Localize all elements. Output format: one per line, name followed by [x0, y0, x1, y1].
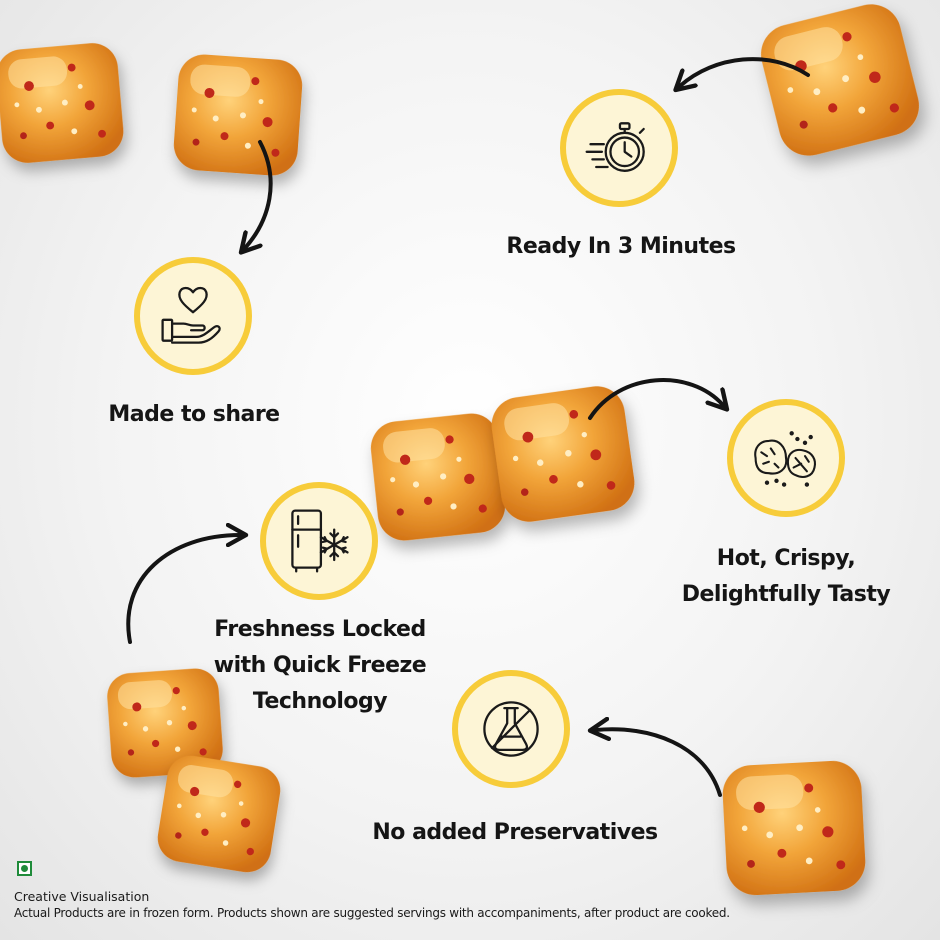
stopwatch-icon — [585, 122, 645, 172]
no-chemicals-flask-icon — [483, 701, 539, 757]
snack-bite — [755, 0, 926, 162]
ready-badge — [560, 89, 678, 207]
preservatives-badge — [452, 670, 570, 788]
share-label: Made to share — [108, 402, 280, 427]
freeze-badge — [260, 482, 378, 600]
vegetarian-mark-icon — [17, 861, 32, 876]
share-badge — [134, 257, 252, 375]
crispy-snack-icon — [754, 431, 816, 487]
crispy-label: Hot, Crispy, Delightfully Tasty — [681, 546, 891, 607]
snack-bite — [154, 752, 283, 875]
snack-bite — [368, 411, 508, 543]
heart-hand-icon — [161, 286, 221, 344]
crispy-badge — [727, 399, 845, 517]
arrow — [126, 535, 240, 644]
arrow — [588, 378, 723, 420]
freeze-label: Freshness Locked with Quick Freeze Techn… — [213, 617, 427, 714]
preservatives-label: No added Preservatives — [372, 820, 658, 845]
fridge-snowflake-icon — [291, 509, 349, 573]
disclaimer-title: Creative Visualisation — [14, 889, 150, 904]
snack-bite — [172, 53, 304, 177]
arrow — [245, 140, 273, 248]
disclaimer-text: Actual Products are in frozen form. Prod… — [14, 906, 730, 920]
snack-bite — [488, 383, 638, 526]
snack-bite — [0, 41, 125, 165]
disclaimer: Creative Visualisation Actual Products a… — [14, 888, 730, 922]
snack-bite — [721, 759, 866, 896]
arrow — [596, 729, 722, 797]
arrow — [680, 57, 810, 86]
ready-label: Ready In 3 Minutes — [506, 234, 736, 259]
